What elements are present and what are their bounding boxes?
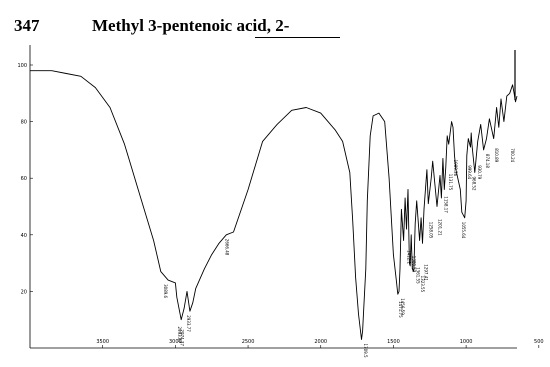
peak-label: 3089.6	[163, 284, 168, 298]
spectrum-title: Methyl 3-pentenoic acid, 2-	[92, 16, 290, 35]
x-tick-label: 2000	[314, 339, 327, 345]
y-tick-label: 100	[17, 63, 27, 69]
peak-label: 1412.1	[407, 250, 412, 264]
peak-label: 2666.48	[224, 239, 229, 256]
peak-label: 2933.77	[186, 315, 191, 332]
peak-label: 1456.59	[400, 298, 405, 315]
y-tick-label: 20	[21, 289, 27, 295]
peak-label: 1055.64	[461, 222, 466, 239]
peak-label: 1201.21	[437, 219, 442, 236]
peak-label: 1323.55	[420, 276, 425, 293]
page-header: 347 Methyl 3-pentenoic acid, 2-	[0, 0, 550, 40]
peak-label: 810.89	[494, 148, 499, 162]
peak-label: 968.52	[471, 177, 476, 191]
peak-label: 1258.05	[429, 222, 434, 239]
chart-axes: 100 80 60 40 20 3500 3000 2500 2000 1500 1000 500	[17, 45, 544, 349]
peak-label: 1158.17	[444, 196, 449, 213]
x-tick-label: 1500	[387, 339, 400, 345]
y-tick-label: 40	[21, 233, 27, 239]
peak-label: 874.18	[485, 154, 490, 168]
peak-label: 1471.75	[398, 301, 403, 318]
x-tick-label: 500	[534, 339, 544, 345]
peak-label: 700.24	[510, 148, 515, 162]
x-tick-label: 1000	[460, 339, 473, 345]
y-tick-label: 60	[21, 176, 27, 182]
peak-label: 1380.52	[411, 256, 416, 273]
x-tick-label: 3000	[169, 339, 182, 345]
peak-label: 1089.36	[453, 160, 458, 177]
peak-label: 1361.55	[415, 267, 420, 284]
title-underline	[255, 37, 340, 38]
peak-label: 2974.37	[179, 329, 184, 346]
peak-label: 1709.5	[363, 344, 368, 358]
peak-label: 930.79	[477, 165, 482, 179]
peak-label: 2993.67	[177, 327, 182, 344]
x-tick-label: 2500	[242, 339, 255, 345]
peak-label: 1297.41	[423, 264, 428, 281]
spectrum-number: 347	[14, 16, 40, 35]
spectrum-line-0	[30, 70, 518, 340]
peak-label: 1131.75	[448, 174, 453, 191]
x-tick-label: 3500	[96, 339, 109, 345]
y-tick-label: 80	[21, 120, 27, 126]
plot-area	[30, 70, 518, 340]
peak-label: 999.64	[467, 165, 472, 179]
